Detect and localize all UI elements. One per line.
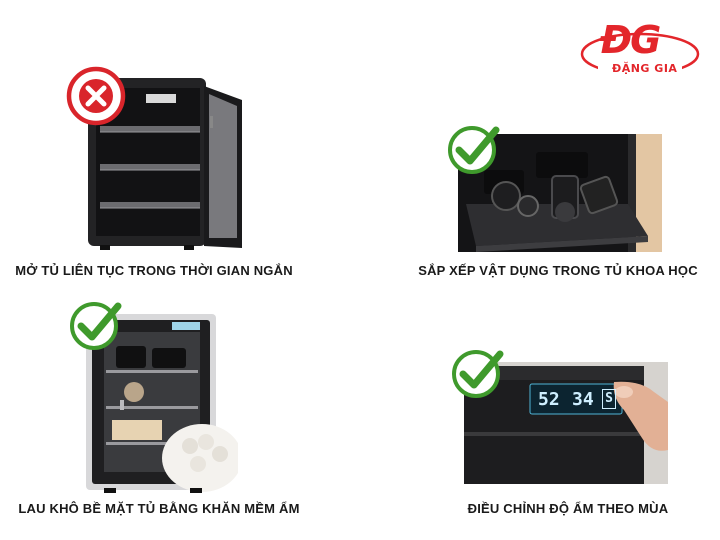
caption-wipe-cabinet: LAU KHÔ BỀ MẶT TỦ BẰNG KHĂN MỀM ẨM <box>18 501 300 516</box>
green-check-icon <box>68 296 126 354</box>
caption-adjust-humidity: ĐIỀU CHỈNH ĐỘ ẨM THEO MÙA <box>467 501 669 516</box>
logo-brand-name: ĐẶNG GIA <box>612 62 678 75</box>
red-cross-icon <box>66 66 126 126</box>
display-set-button: S <box>602 389 616 409</box>
humidity-readout: 52 <box>538 389 560 410</box>
green-check-icon <box>446 120 504 178</box>
brand-logo: ĐG ĐẶNG GIA <box>578 14 704 82</box>
temperature-readout: 34 <box>572 389 594 410</box>
caption-open-cabinet: MỞ TỦ LIÊN TỤC TRONG THỜI GIAN NGẮN <box>15 263 293 278</box>
cabinet-open-door-image <box>80 70 250 252</box>
caption-arrange-items: SẮP XẾP VẬT DỤNG TRONG TỦ KHOA HỌC <box>418 263 698 278</box>
green-check-icon <box>450 344 508 402</box>
cabinet-with-towel-image <box>82 308 238 494</box>
logo-mark: ĐG <box>600 18 661 62</box>
